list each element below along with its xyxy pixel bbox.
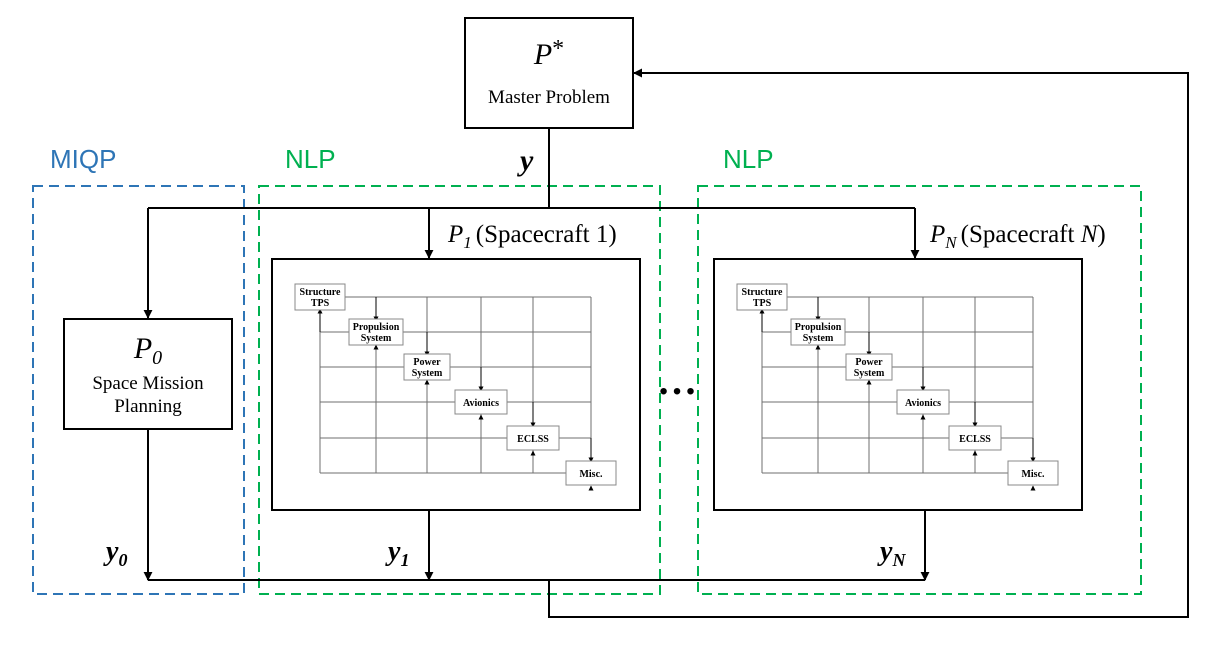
nlp-label-1: NLP — [285, 144, 336, 174]
p0-line1: Space Mission — [92, 373, 204, 394]
master-output-y: y — [517, 144, 534, 177]
dsm-block-label: Power — [855, 357, 883, 368]
spacecraft-n-dsm: StructureTPSPropulsionSystemPowerSystemA… — [736, 283, 1059, 491]
master-symbol: P* — [533, 36, 564, 71]
dsm-block-label: Structure — [742, 287, 783, 298]
dsm-block-label: Avionics — [905, 398, 941, 409]
p0-box — [63, 318, 233, 430]
dsm-block-label: Misc. — [579, 469, 603, 480]
dsm-block-misc — [1007, 460, 1059, 486]
dsm-block-structure — [736, 283, 788, 311]
pn-title: PN(Spacecraft N) — [929, 221, 1106, 252]
dsm-block-label: Structure — [300, 287, 341, 298]
dsm-block-structure — [294, 283, 346, 311]
master-label: Master Problem — [488, 87, 610, 108]
pn-output-label: yN — [877, 536, 906, 570]
dsm-block-label: Power — [413, 357, 441, 368]
dsm-block-eclss — [948, 425, 1002, 451]
dsm-block-sublabel: System — [412, 368, 443, 379]
dsm-block-sublabel: System — [803, 333, 834, 344]
p0-line2: Planning — [114, 396, 182, 417]
dsm-block-sublabel: TPS — [311, 298, 330, 309]
p0-symbol: P0 — [133, 332, 162, 369]
dsm-block-propulsion — [790, 318, 846, 346]
dsm-block-power — [403, 353, 451, 381]
master-problem-box — [464, 17, 634, 129]
feedback-loop — [548, 68, 1189, 618]
dsm-block-eclss — [506, 425, 560, 451]
ellipsis: … — [657, 358, 697, 403]
spacecraft-1-dsm: StructureTPSPropulsionSystemPowerSystemA… — [294, 283, 617, 491]
p0-output-label: y0 — [103, 536, 127, 570]
dsm-block-propulsion — [348, 318, 404, 346]
dsm-block-power — [845, 353, 893, 381]
dsm-block-sublabel: TPS — [753, 298, 772, 309]
dsm-block-label: Avionics — [463, 398, 499, 409]
p1-output-label: y1 — [385, 536, 409, 570]
dsm-block-label: ECLSS — [959, 434, 991, 445]
nlp-group-frame-1 — [258, 185, 661, 595]
dsm-block-avionics — [454, 389, 508, 415]
dsm-block-label: Propulsion — [353, 322, 400, 333]
dsm-block-misc — [565, 460, 617, 486]
miqp-label: MIQP — [50, 144, 116, 174]
dsm-block-sublabel: System — [854, 368, 885, 379]
dsm-block-label: ECLSS — [517, 434, 549, 445]
dsm-block-avionics — [896, 389, 950, 415]
p1-title: P1(Spacecraft 1) — [447, 221, 617, 252]
dsm-block-label: Propulsion — [795, 322, 842, 333]
nlp-label-n: NLP — [723, 144, 774, 174]
dsm-block-label: Misc. — [1021, 469, 1045, 480]
nlp-group-frame-n — [697, 185, 1142, 595]
miqp-group-frame — [32, 185, 245, 595]
dsm-block-sublabel: System — [361, 333, 392, 344]
